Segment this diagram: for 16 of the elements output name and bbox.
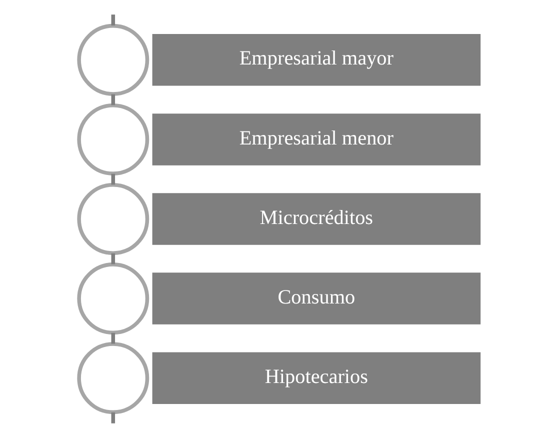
connector [110, 94, 115, 106]
connector [110, 14, 115, 26]
connector [110, 174, 115, 185]
node-box: Consumo [152, 272, 480, 324]
node-box: Microcréditos [152, 193, 480, 245]
node-circle [76, 103, 149, 176]
node-circle [76, 342, 149, 414]
node-circle [76, 183, 149, 255]
node-box: Hipotecarios [152, 352, 480, 404]
node-circle [76, 262, 149, 335]
node-circle [76, 24, 149, 96]
node-box: Empresarial menor [152, 114, 480, 166]
connector [110, 412, 115, 424]
node-box: Empresarial mayor [152, 34, 480, 86]
connector [110, 332, 115, 344]
connector [110, 253, 115, 264]
